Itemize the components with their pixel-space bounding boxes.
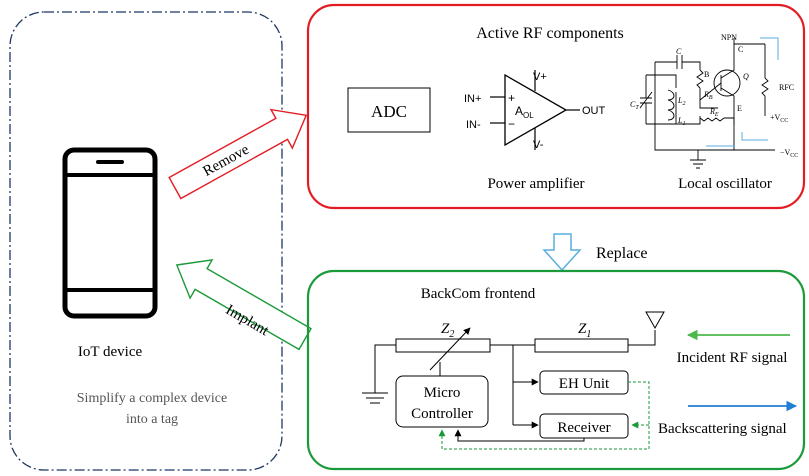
svg-text:L2: L2 (677, 96, 685, 107)
amp-in-plus: IN+ (464, 93, 481, 105)
backcom-panel: BackCom frontend Z2 Z1 Micro Control (306, 269, 806, 471)
amp-v-plus: V+ (533, 71, 547, 83)
svg-text:B: B (704, 70, 709, 79)
svg-text:−VCC: −VCC (780, 148, 798, 159)
svg-text:−: − (508, 117, 515, 131)
z1-label: Z1 (578, 321, 591, 340)
backcom-title: BackCom frontend (421, 286, 536, 302)
svg-text:RB: RB (703, 90, 713, 101)
iot-device-panel: IoT device Simplify a complex device int… (9, 11, 283, 471)
incident-rf-label: Incident RF signal (677, 350, 788, 366)
antenna-icon (645, 311, 665, 330)
active-rf-border (306, 3, 806, 210)
svg-text:RE: RE (709, 107, 719, 118)
adc-block (347, 87, 431, 133)
power-amplifier-label: Power amplifier (487, 176, 584, 192)
oscillator-labels: C NPN C B E Q RFC +VCC −VCC RB RE CT L2 … (630, 33, 798, 159)
iot-device-label: IoT device (78, 344, 143, 360)
device-caption-line2: into a tag (126, 412, 178, 427)
svg-text:E: E (737, 104, 742, 113)
receiver-label: Receiver (557, 420, 610, 436)
power-feed-dashed (438, 381, 650, 450)
replace-arrow (542, 233, 582, 272)
device-caption-line1: Simplify a complex device (77, 391, 227, 406)
svg-text:Q: Q (743, 72, 749, 81)
amp-out: OUT (582, 105, 606, 117)
oscillator-schematic (639, 38, 775, 169)
implant-arrow (175, 259, 312, 351)
micro-controller-block (395, 375, 489, 428)
op-amp-symbol: + − AOL (490, 70, 580, 150)
device-panel-border (9, 11, 283, 471)
micro-controller-line2: Controller (411, 406, 473, 422)
phone-icon (62, 147, 158, 319)
backcom-border (306, 269, 806, 471)
amp-v-minus: V- (533, 139, 544, 151)
z2-variable-arrow (429, 327, 471, 371)
z2-label: Z2 (441, 321, 454, 340)
svg-text:C: C (738, 45, 743, 54)
svg-text:C: C (676, 47, 682, 56)
z1-impedance (534, 338, 629, 353)
svg-text:+VCC: +VCC (770, 113, 788, 124)
backcom-circuit (362, 311, 665, 429)
oscillator-current-path (706, 37, 779, 147)
local-oscillator-label: Local oscillator (678, 176, 772, 192)
svg-text:CT: CT (630, 100, 639, 111)
eh-unit-label: EH Unit (559, 376, 610, 392)
active-rf-title: Active RF components (476, 25, 624, 42)
receiver-to-micro-line (454, 429, 585, 442)
svg-text:NPN: NPN (721, 33, 737, 42)
svg-text:AOL: AOL (515, 104, 534, 120)
z2-impedance (395, 338, 491, 353)
amp-in-minus: IN- (466, 119, 481, 131)
svg-text:RFC: RFC (779, 83, 794, 92)
svg-text:+: + (508, 91, 515, 105)
micro-controller-line1: Micro (424, 385, 461, 401)
active-rf-panel: Active RF components ADC + − AOL IN+ IN-… (306, 3, 806, 210)
replace-label: Replace (596, 245, 648, 262)
adc-label: ADC (371, 102, 407, 121)
backscatter-label: Backscattering signal (658, 421, 787, 437)
remove-arrow: Remove (168, 108, 308, 200)
svg-text:L1: L1 (677, 116, 685, 127)
